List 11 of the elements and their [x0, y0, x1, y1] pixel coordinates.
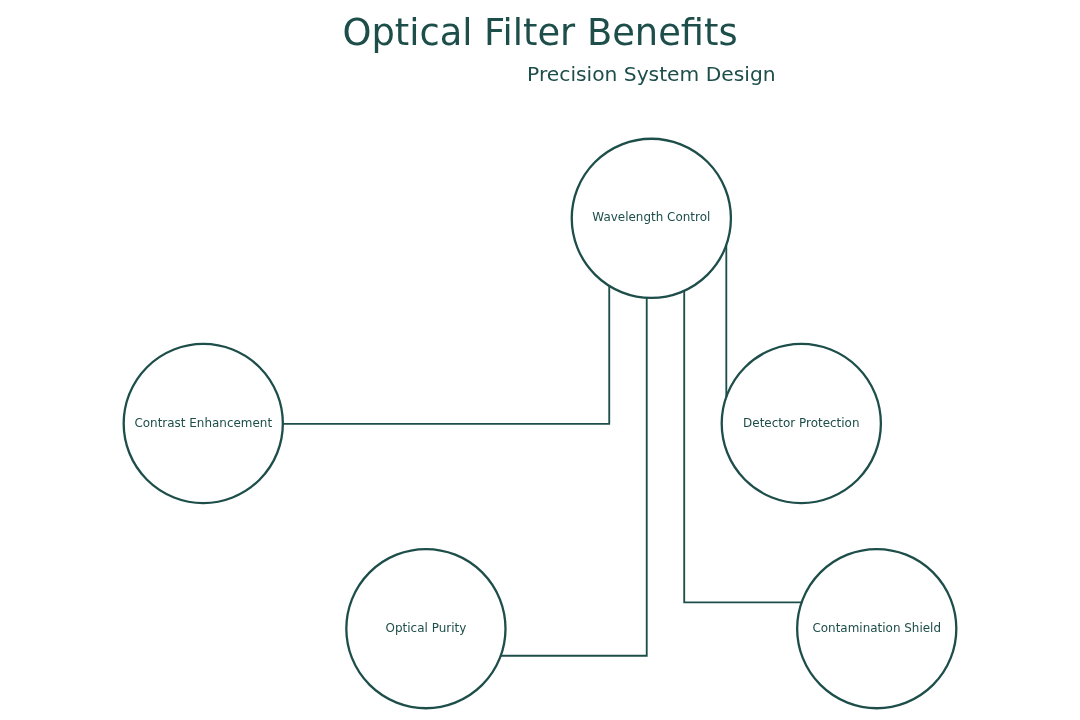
node-circle: Detector Protection [720, 342, 883, 505]
node-circle: Contamination Shield [796, 547, 958, 710]
connector [500, 296, 648, 657]
connector [683, 290, 803, 604]
connector [725, 244, 728, 398]
node-circle: Contrast Enhancement [122, 342, 284, 505]
diagram-title: Optical Filter Benefits [342, 10, 738, 54]
label: Precision System Design [527, 62, 776, 87]
node-circle: Wavelength Control [570, 137, 733, 300]
connector [282, 285, 611, 425]
node-circle: Optical Purity [345, 547, 507, 710]
